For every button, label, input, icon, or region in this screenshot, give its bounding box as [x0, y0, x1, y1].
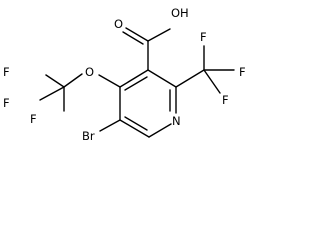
bond-o-cf3 [63, 73, 83, 88]
bond-c-oh [147, 28, 171, 42]
bond-n-c6 [148, 123, 172, 138]
bond-cf3-f-lower [203, 69, 221, 94]
bond-c3-o [98, 74, 121, 88]
bond-c3-c4 [119, 69, 149, 88]
atom-label-f-right-3: F [222, 93, 229, 107]
atom-label-n-ring: N [172, 114, 181, 128]
chemical-structure-diagram: O OH N Br O F F F F F F [3, 6, 246, 143]
trifluoromethoxy-group: O F F F [3, 65, 121, 126]
atom-label-f-left-3: F [30, 112, 37, 126]
bond-c-o-double-a [125, 27, 149, 42]
atom-label-f-left-2: F [3, 96, 10, 110]
atom-label-f-left-1: F [3, 65, 10, 79]
bond-c3-c4-inner [124, 76, 148, 91]
bond-c6-c1 [119, 119, 150, 138]
atom-label-f-right-1: F [200, 30, 207, 44]
pyridine-ring: N [119, 69, 181, 138]
atom-label-br: Br [82, 129, 95, 143]
carboxylic-acid-group: O OH [114, 6, 189, 71]
atom-label-f-right-2: F [239, 65, 246, 79]
bond-c1-br [99, 119, 121, 132]
bromo-substituent: Br [82, 119, 121, 143]
bond-c5-cf3 [175, 69, 205, 88]
bond-c-o-double-b [122, 31, 144, 45]
bond-cf3-f-top [45, 74, 65, 88]
atom-label-o-carbonyl: O [114, 17, 123, 31]
atom-label-oh: OH [171, 6, 189, 20]
atom-label-o-ether: O [85, 65, 94, 79]
bond-c4-c5 [147, 69, 177, 88]
bond-cf3-f-left [39, 86, 65, 101]
trifluoromethyl-group: F F F [175, 30, 246, 107]
bond-c6-c1-inner [124, 116, 148, 131]
